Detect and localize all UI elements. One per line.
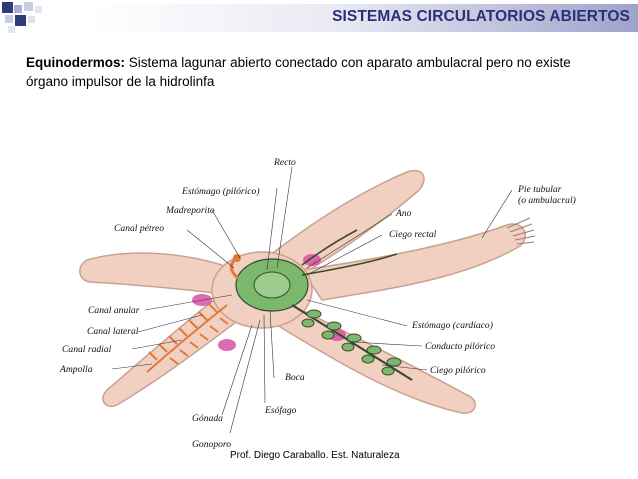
decorative-squares <box>2 2 42 33</box>
slide-title: SISTEMAS CIRCULATORIOS ABIERTOS <box>332 8 630 25</box>
label-conducto-pilorico: Conducto pilórico <box>425 341 495 352</box>
label-pie-tubular-2: (o ambulacral) <box>518 195 576 206</box>
label-madreporito: Madreporito <box>165 205 215 216</box>
pyloric-ceca <box>291 304 413 381</box>
label-recto: Recto <box>273 157 296 168</box>
label-ampolla: Ampolla <box>59 364 93 375</box>
label-canal-radial: Canal radial <box>62 344 112 355</box>
diagram-labels: Recto Estómago (pilórico) Madreporito Ca… <box>59 157 576 450</box>
label-estomago-cardiaco: Estómago (cardíaco) <box>411 320 493 331</box>
body-description: Sistema lagunar abierto conectado con ap… <box>26 55 571 89</box>
radial-canal <box>146 303 229 373</box>
label-gonada: Gónada <box>192 413 223 424</box>
label-boca: Boca <box>285 372 305 383</box>
label-ano: Ano <box>395 208 412 219</box>
label-ciego-rectal: Ciego rectal <box>389 229 437 240</box>
pyloric-duct-right <box>301 229 398 276</box>
label-estomago-pilorico: Estómago (pilórico) <box>181 186 260 197</box>
label-canal-anular: Canal anular <box>88 305 140 316</box>
title-bar: SISTEMAS CIRCULATORIOS ABIERTOS <box>88 4 638 32</box>
slide-footer: Prof. Diego Caraballo. Est. Naturaleza <box>230 450 400 461</box>
label-canal-lateral: Canal lateral <box>87 326 139 337</box>
body-heading: Equinodermos: <box>26 55 126 70</box>
label-pie-tubular-1: Pie tubular <box>517 184 562 195</box>
label-ciego-pilorico: Ciego pilórico <box>430 365 486 376</box>
stomach <box>230 254 309 312</box>
label-canal-petreo: Canal pétreo <box>114 223 164 234</box>
label-esofago: Esófago <box>264 405 297 416</box>
starfish-diagram: Recto Estómago (pilórico) Madreporito Ca… <box>59 157 576 450</box>
label-gonoporo: Gonoporo <box>192 439 231 450</box>
body-text: Equinodermos: Sistema lagunar abierto co… <box>26 53 616 91</box>
leader-lines <box>111 166 513 434</box>
